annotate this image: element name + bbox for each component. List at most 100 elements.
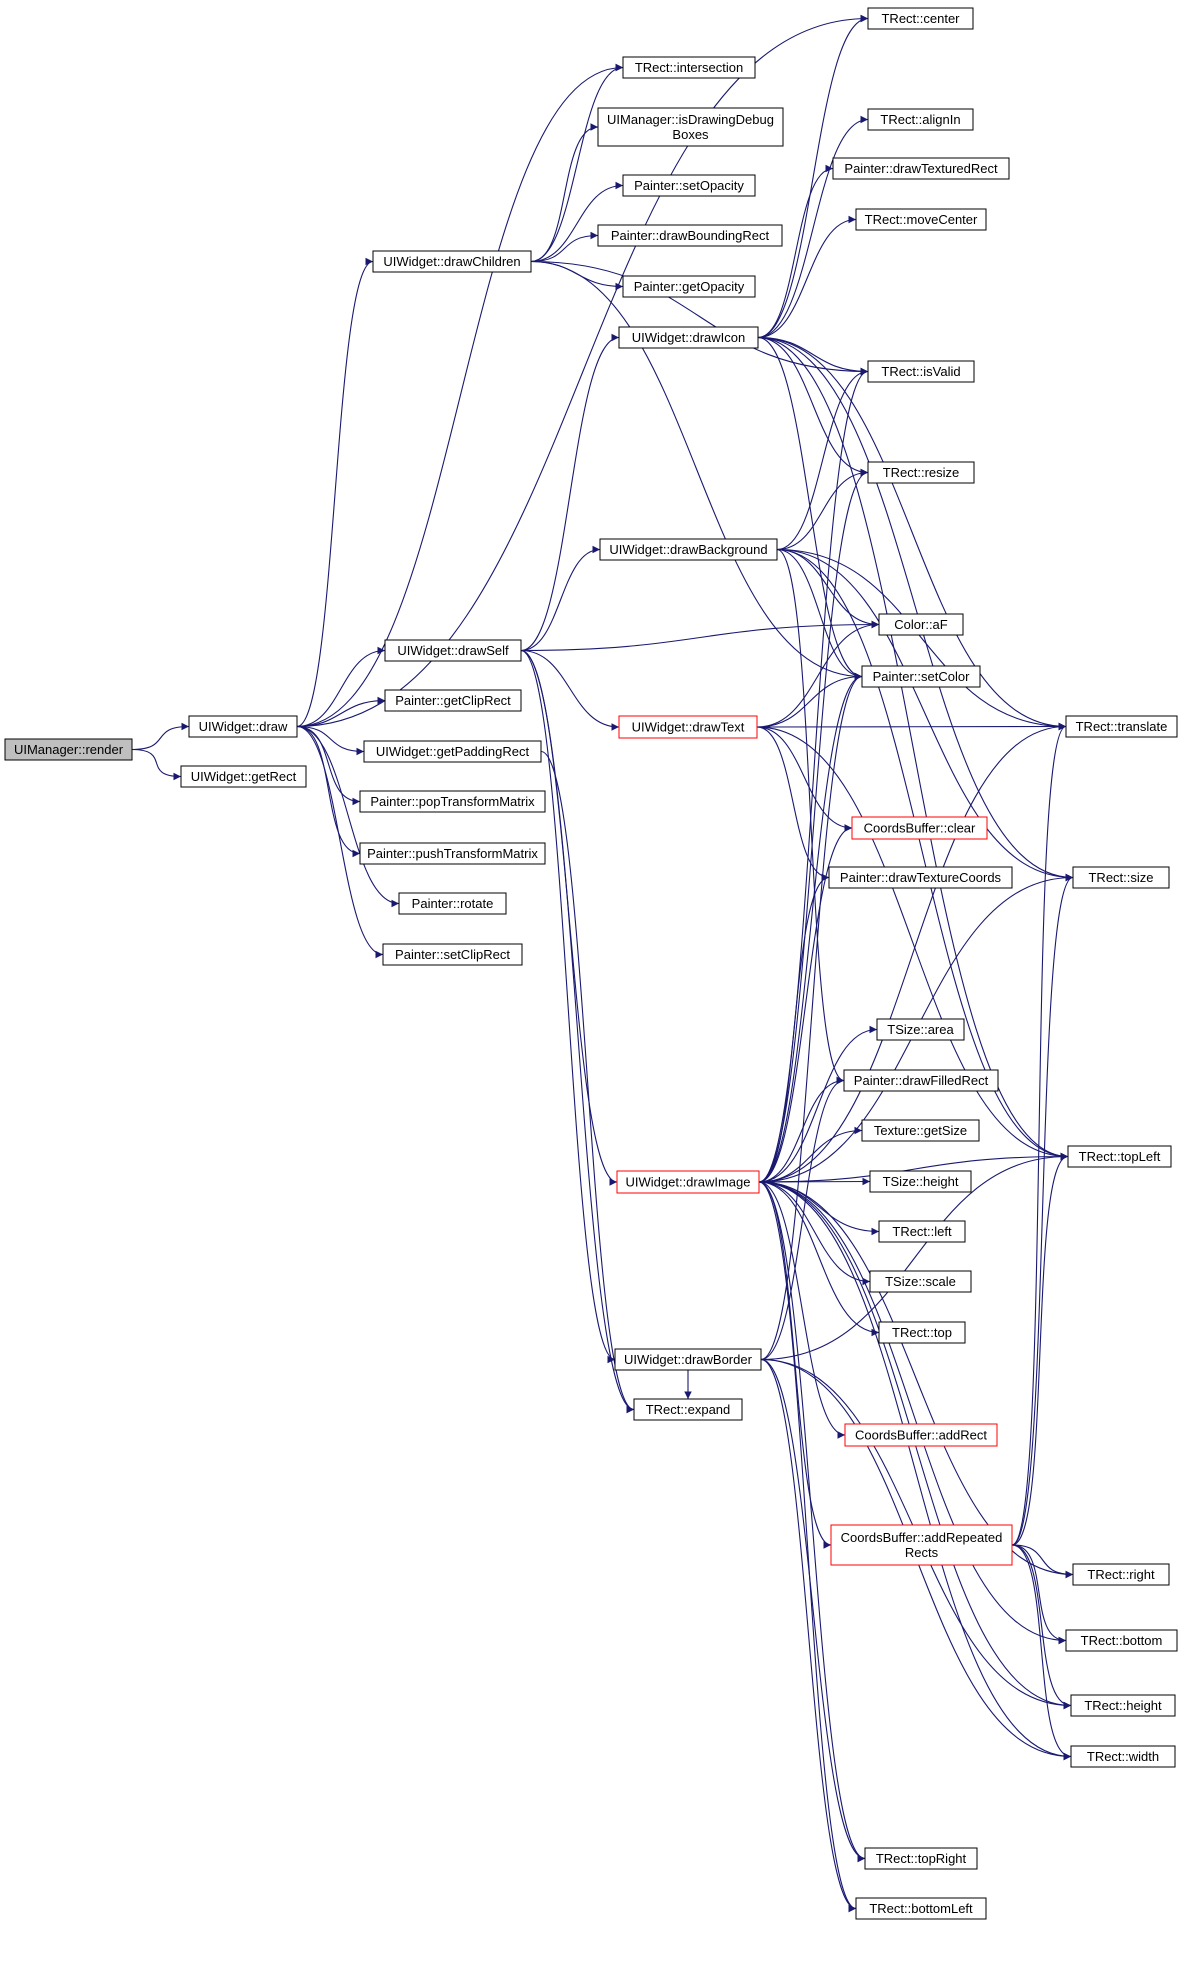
edge-drawText-to-translate: [756, 722, 1067, 731]
node-intersection[interactable]: TRect::intersection: [622, 56, 756, 79]
node-expand[interactable]: TRect::expand: [633, 1398, 743, 1421]
node-drawTextureCoords[interactable]: Painter::drawTextureCoords: [828, 866, 1013, 889]
edge-drawIcon-to-center: [757, 14, 869, 339]
node-getPaddingRect[interactable]: UIWidget::getPaddingRect: [363, 740, 542, 763]
edge-drawChildren-to-drawBoundingRect: [530, 231, 599, 263]
edge-drawSelf-to-drawText: [520, 649, 620, 731]
edge-drawSelf-to-expand: [520, 649, 635, 1414]
node-width[interactable]: TRect::width: [1070, 1745, 1176, 1768]
node-drawImage[interactable]: UIWidget::drawImage: [616, 1170, 760, 1194]
node-aF[interactable]: Color::aF: [878, 613, 964, 636]
node-box-height: [1070, 1694, 1176, 1717]
node-top[interactable]: TRect::top: [878, 1321, 966, 1344]
edge-drawImage-to-right: [758, 1181, 1074, 1579]
node-box-drawBorder: [614, 1348, 762, 1371]
node-label-expand: TRect::expand: [646, 1402, 731, 1417]
node-box-drawTextureCoords: [828, 866, 1013, 889]
node-size[interactable]: TRect::size: [1072, 866, 1170, 889]
node-drawFilledRect[interactable]: Painter::drawFilledRect: [843, 1069, 999, 1092]
edge-drawIcon-to-size: [757, 336, 1074, 882]
node-label-addRepeatedRects: CoordsBuffer::addRepeated: [841, 1530, 1003, 1545]
node-rotate[interactable]: Painter::rotate: [398, 892, 507, 915]
node-drawTexturedRect[interactable]: Painter::drawTexturedRect: [832, 157, 1010, 180]
edge-drawImage-to-topLeft: [758, 1152, 1069, 1183]
node-box-bottom: [1065, 1629, 1178, 1652]
edge-draw-to-rotate: [296, 725, 400, 908]
edge-drawText-to-aF: [756, 620, 880, 728]
node-topRight[interactable]: TRect::topRight: [864, 1847, 978, 1870]
node-box-getClipRect: [384, 689, 522, 712]
edge-draw-to-intersection: [296, 63, 624, 728]
node-drawBoundingRect[interactable]: Painter::drawBoundingRect: [597, 224, 783, 247]
node-box-topLeft: [1067, 1145, 1172, 1168]
edge-drawSelf-to-drawIcon: [520, 333, 620, 652]
edge-drawIcon-to-setColor: [757, 336, 863, 681]
node-label-bottom: TRect::bottom: [1081, 1633, 1163, 1648]
node-alignIn[interactable]: TRect::alignIn: [867, 108, 974, 131]
edge-drawSelf-to-aF: [520, 620, 880, 652]
node-area[interactable]: TSize::area: [876, 1018, 965, 1041]
edge-drawImage-to-width: [758, 1181, 1072, 1761]
node-translate[interactable]: TRect::translate: [1065, 715, 1178, 738]
edge-drawImage-to-area: [758, 1025, 878, 1183]
node-right[interactable]: TRect::right: [1072, 1563, 1170, 1586]
node-draw[interactable]: UIWidget::draw: [188, 715, 298, 738]
edge-addRepeatedRects-to-width: [1011, 1544, 1072, 1761]
node-setClipRect[interactable]: Painter::setClipRect: [382, 943, 523, 966]
node-drawText[interactable]: UIWidget::drawText: [618, 715, 758, 739]
node-bottom[interactable]: TRect::bottom: [1065, 1629, 1178, 1652]
node-drawChildren[interactable]: UIWidget::drawChildren: [372, 250, 532, 273]
node-label-tsHeight: TSize::height: [883, 1174, 959, 1189]
node-scale[interactable]: TSize::scale: [869, 1270, 972, 1293]
edge-drawImage-to-bottomLeft: [758, 1181, 857, 1913]
edge-addRepeatedRects-to-topLeft: [1011, 1152, 1069, 1546]
node-setOpacity[interactable]: Painter::setOpacity: [622, 174, 756, 197]
edge-addRepeatedRects-to-size: [1011, 873, 1074, 1546]
node-box-pushTransformMatrix: [359, 842, 546, 865]
node-box-resize: [867, 461, 975, 484]
node-setColor[interactable]: Painter::setColor: [861, 665, 981, 688]
node-box-moveCenter: [855, 208, 987, 231]
node-isValid[interactable]: TRect::isValid: [867, 360, 975, 383]
node-label-width: TRect::width: [1087, 1749, 1159, 1764]
node-moveCenter[interactable]: TRect::moveCenter: [855, 208, 987, 231]
node-box-rotate: [398, 892, 507, 915]
node-tsHeight[interactable]: TSize::height: [869, 1170, 972, 1193]
node-getClipRect[interactable]: Painter::getClipRect: [384, 689, 522, 712]
node-label-drawChildren: UIWidget::drawChildren: [383, 254, 520, 269]
node-getRect[interactable]: UIWidget::getRect: [180, 765, 307, 788]
node-box-addRepeatedRects: [830, 1524, 1013, 1566]
node-height[interactable]: TRect::height: [1070, 1694, 1176, 1717]
node-left[interactable]: TRect::left: [878, 1220, 966, 1243]
edge-drawImage-to-drawTextureCoords: [758, 873, 830, 1183]
node-drawBackground[interactable]: UIWidget::drawBackground: [599, 538, 778, 561]
node-label-getSize: Texture::getSize: [874, 1123, 967, 1138]
edge-drawImage-to-top: [758, 1181, 880, 1337]
node-topLeft[interactable]: TRect::topLeft: [1067, 1145, 1172, 1168]
node-drawSelf[interactable]: UIWidget::drawSelf: [384, 639, 522, 662]
node-label-addRepeatedRects: Rects: [905, 1545, 939, 1560]
node-addRect[interactable]: CoordsBuffer::addRect: [844, 1423, 998, 1447]
node-render[interactable]: UIManager::render: [4, 738, 133, 761]
node-getOpacity[interactable]: Painter::getOpacity: [622, 275, 756, 298]
node-box-bottomLeft: [855, 1897, 987, 1920]
node-resize[interactable]: TRect::resize: [867, 461, 975, 484]
node-bottomLeft[interactable]: TRect::bottomLeft: [855, 1897, 987, 1920]
edge-drawBackground-to-translate: [776, 548, 1067, 731]
node-center[interactable]: TRect::center: [867, 7, 974, 30]
node-drawIcon[interactable]: UIWidget::drawIcon: [618, 326, 759, 349]
node-label-setOpacity: Painter::setOpacity: [634, 178, 744, 193]
node-clear[interactable]: CoordsBuffer::clear: [851, 816, 988, 840]
node-label-clear: CoordsBuffer::clear: [864, 821, 976, 836]
node-pushTransformMatrix[interactable]: Painter::pushTransformMatrix: [359, 842, 546, 865]
edge-drawBackground-to-resize: [776, 468, 869, 551]
node-box-drawText: [618, 715, 758, 739]
node-drawBorder[interactable]: UIWidget::drawBorder: [614, 1348, 762, 1371]
node-label-drawImage: UIWidget::drawImage: [626, 1175, 751, 1190]
node-popTransformMatrix[interactable]: Painter::popTransformMatrix: [359, 790, 546, 813]
node-getSize[interactable]: Texture::getSize: [861, 1119, 980, 1142]
node-label-popTransformMatrix: Painter::popTransformMatrix: [370, 794, 535, 809]
edge-drawBorder-to-topLeft: [760, 1152, 1069, 1361]
